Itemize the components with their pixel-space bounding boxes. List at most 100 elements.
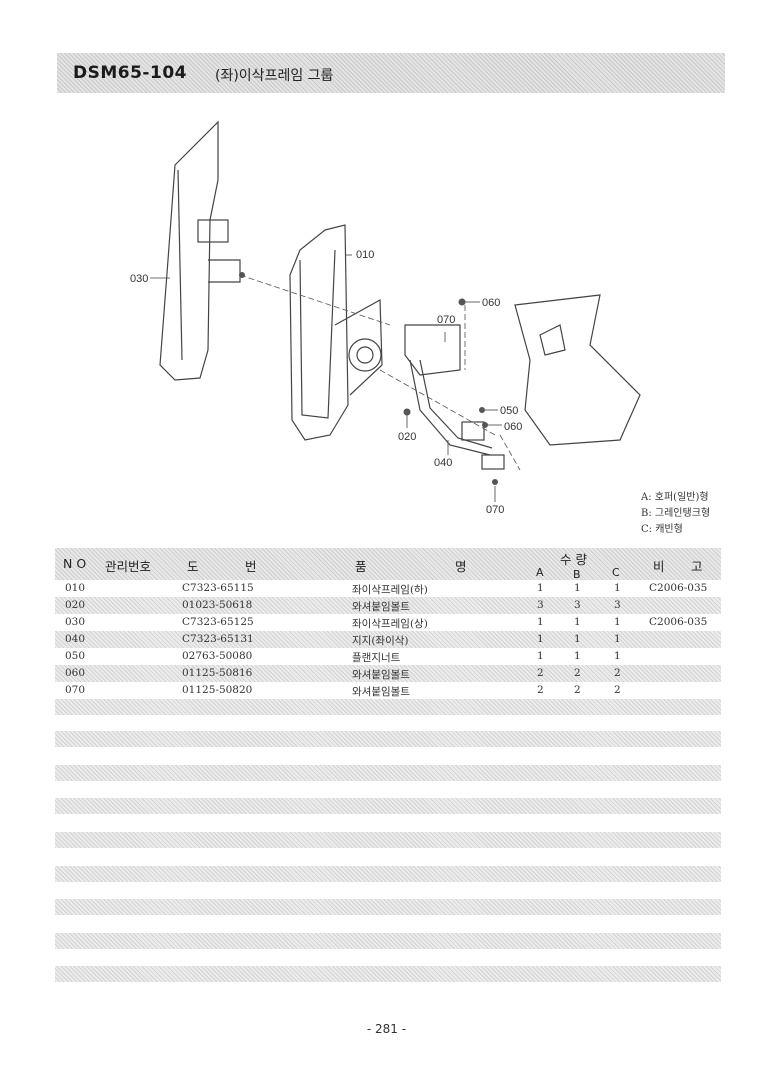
- empty-row: [55, 731, 721, 747]
- empty-row: [55, 798, 721, 814]
- header-drawing-2: 번: [245, 559, 257, 574]
- header-no: N O: [63, 556, 87, 571]
- cell-name: 와셔붙임볼트: [352, 669, 410, 681]
- cell-name: 와셔붙임볼트: [352, 686, 410, 698]
- cell-c: 1: [614, 582, 621, 594]
- cell-a: 1: [537, 582, 544, 594]
- table-row: 030 C7323-65125 좌이삭프레임(상) 1 1 1 C2006-035: [55, 614, 721, 631]
- cell-b: 1: [574, 650, 581, 662]
- cell-b: 1: [574, 616, 581, 628]
- header-remark-2: 고: [691, 559, 703, 574]
- page-number: - 281 -: [366, 1022, 407, 1036]
- nut-icon: [479, 407, 485, 413]
- table-row: 010 C7323-65115 좌이삭프레임(하) 1 1 1 C2006-035: [55, 580, 721, 597]
- legend-item: C: 캐빈형: [641, 524, 683, 535]
- cell-b: 2: [574, 667, 581, 679]
- cell-a: 3: [537, 599, 544, 611]
- header-qty-a: A: [536, 566, 544, 579]
- cell-name: 좌이삭프레임(상): [352, 618, 428, 630]
- cell-no: 050: [65, 650, 86, 662]
- cell-a: 2: [537, 667, 544, 679]
- bolt-icon: [492, 479, 498, 485]
- cell-c: 2: [614, 684, 621, 696]
- table-row: 060 01125-50816 와셔붙임볼트 2 2 2: [55, 665, 721, 682]
- cell-name: 지지(좌이삭): [352, 635, 409, 647]
- callout-label: 030: [130, 273, 148, 285]
- cell-part: 02763-50080: [182, 650, 253, 662]
- header-drawing-1: 도: [187, 559, 199, 574]
- cell-part: C7323-65115: [182, 582, 254, 594]
- header-remark-1: 비: [653, 559, 665, 574]
- cell-a: 1: [537, 650, 544, 662]
- header-qty-c: C: [612, 566, 620, 579]
- cell-c: 1: [614, 616, 621, 628]
- cell-c: 3: [614, 599, 621, 611]
- header-name-2: 명: [455, 559, 467, 574]
- empty-row: [55, 765, 721, 781]
- upper-frame-part: [159, 120, 219, 381]
- cell-no: 030: [65, 616, 86, 628]
- header-mgmt: 관리번호: [105, 559, 152, 574]
- parts-diagram: 010 030 060 070 050 060 020 040 070: [130, 120, 641, 516]
- empty-row: [55, 966, 721, 982]
- group-title: (좌)이삭프레임 그룹: [215, 68, 334, 84]
- legend: A: 호퍼(일반)형 B: 그레인탱크형 C: 캐빈형: [641, 490, 710, 538]
- cell-name: 좌이삭프레임(하): [352, 584, 428, 596]
- empty-row: [55, 699, 721, 715]
- empty-row: [55, 933, 721, 949]
- bolt-icon: [239, 272, 245, 278]
- cell-remark: C2006-035: [649, 616, 708, 628]
- cell-a: 2: [537, 684, 544, 696]
- cell-no: 020: [65, 599, 86, 611]
- lower-frame-part: [289, 224, 349, 441]
- cell-part: 01125-50816: [182, 667, 253, 679]
- cell-name: 와셔붙임볼트: [352, 601, 410, 613]
- bolt-icon: [482, 422, 488, 428]
- header-qty-b: B: [573, 568, 581, 581]
- legend-item: A: 호퍼(일반)형: [641, 492, 709, 503]
- cell-no: 070: [65, 684, 86, 696]
- empty-row: [55, 866, 721, 882]
- cell-part: C7323-65131: [182, 633, 254, 645]
- cell-b: 2: [574, 684, 581, 696]
- table-row: 020 01023-50618 와셔붙임볼트 3 3 3: [55, 597, 721, 614]
- callout-label: 070: [486, 504, 504, 516]
- callout-label: 050: [500, 405, 518, 417]
- empty-row: [55, 832, 721, 848]
- cell-a: 1: [537, 616, 544, 628]
- header-name-1: 품: [355, 559, 367, 574]
- callout-label: 020: [398, 431, 416, 443]
- group-code: DSM65-104: [73, 63, 187, 83]
- header-bar: DSM65-104 (좌)이삭프레임 그룹: [57, 53, 725, 93]
- cell-b: 1: [574, 633, 581, 645]
- callout-label: 040: [434, 457, 452, 469]
- bolt-icon: [458, 298, 466, 306]
- cell-part: C7323-65125: [182, 616, 254, 628]
- cell-no: 060: [65, 667, 86, 679]
- cell-remark: C2006-035: [649, 582, 708, 594]
- callout-label: 010: [356, 249, 374, 261]
- header-qty: 수 량: [560, 552, 587, 567]
- cell-c: 1: [614, 633, 621, 645]
- cell-part: 01023-50618: [182, 599, 253, 611]
- cell-b: 3: [574, 599, 581, 611]
- nut-icon: [403, 408, 411, 416]
- cell-part: 01125-50820: [182, 684, 253, 696]
- empty-row: [55, 899, 721, 915]
- callout-label: 070: [437, 314, 455, 326]
- table-row: 040 C7323-65131 지지(좌이삭) 1 1 1: [55, 631, 721, 648]
- callout-label: 060: [482, 297, 500, 309]
- cell-no: 010: [65, 582, 86, 594]
- legend-item: B: 그레인탱크형: [641, 508, 711, 519]
- callout-label: 060: [504, 421, 522, 433]
- cell-c: 2: [614, 667, 621, 679]
- table-row: 070 01125-50820 와셔붙임볼트 2 2 2: [55, 682, 721, 699]
- table-header: N O 관리번호 도 번 품 명 수 량 A B C 비 고: [55, 548, 721, 581]
- cell-name: 플랜지너트: [352, 652, 401, 664]
- cell-b: 1: [574, 582, 581, 594]
- cell-no: 040: [65, 633, 86, 645]
- cell-a: 1: [537, 633, 544, 645]
